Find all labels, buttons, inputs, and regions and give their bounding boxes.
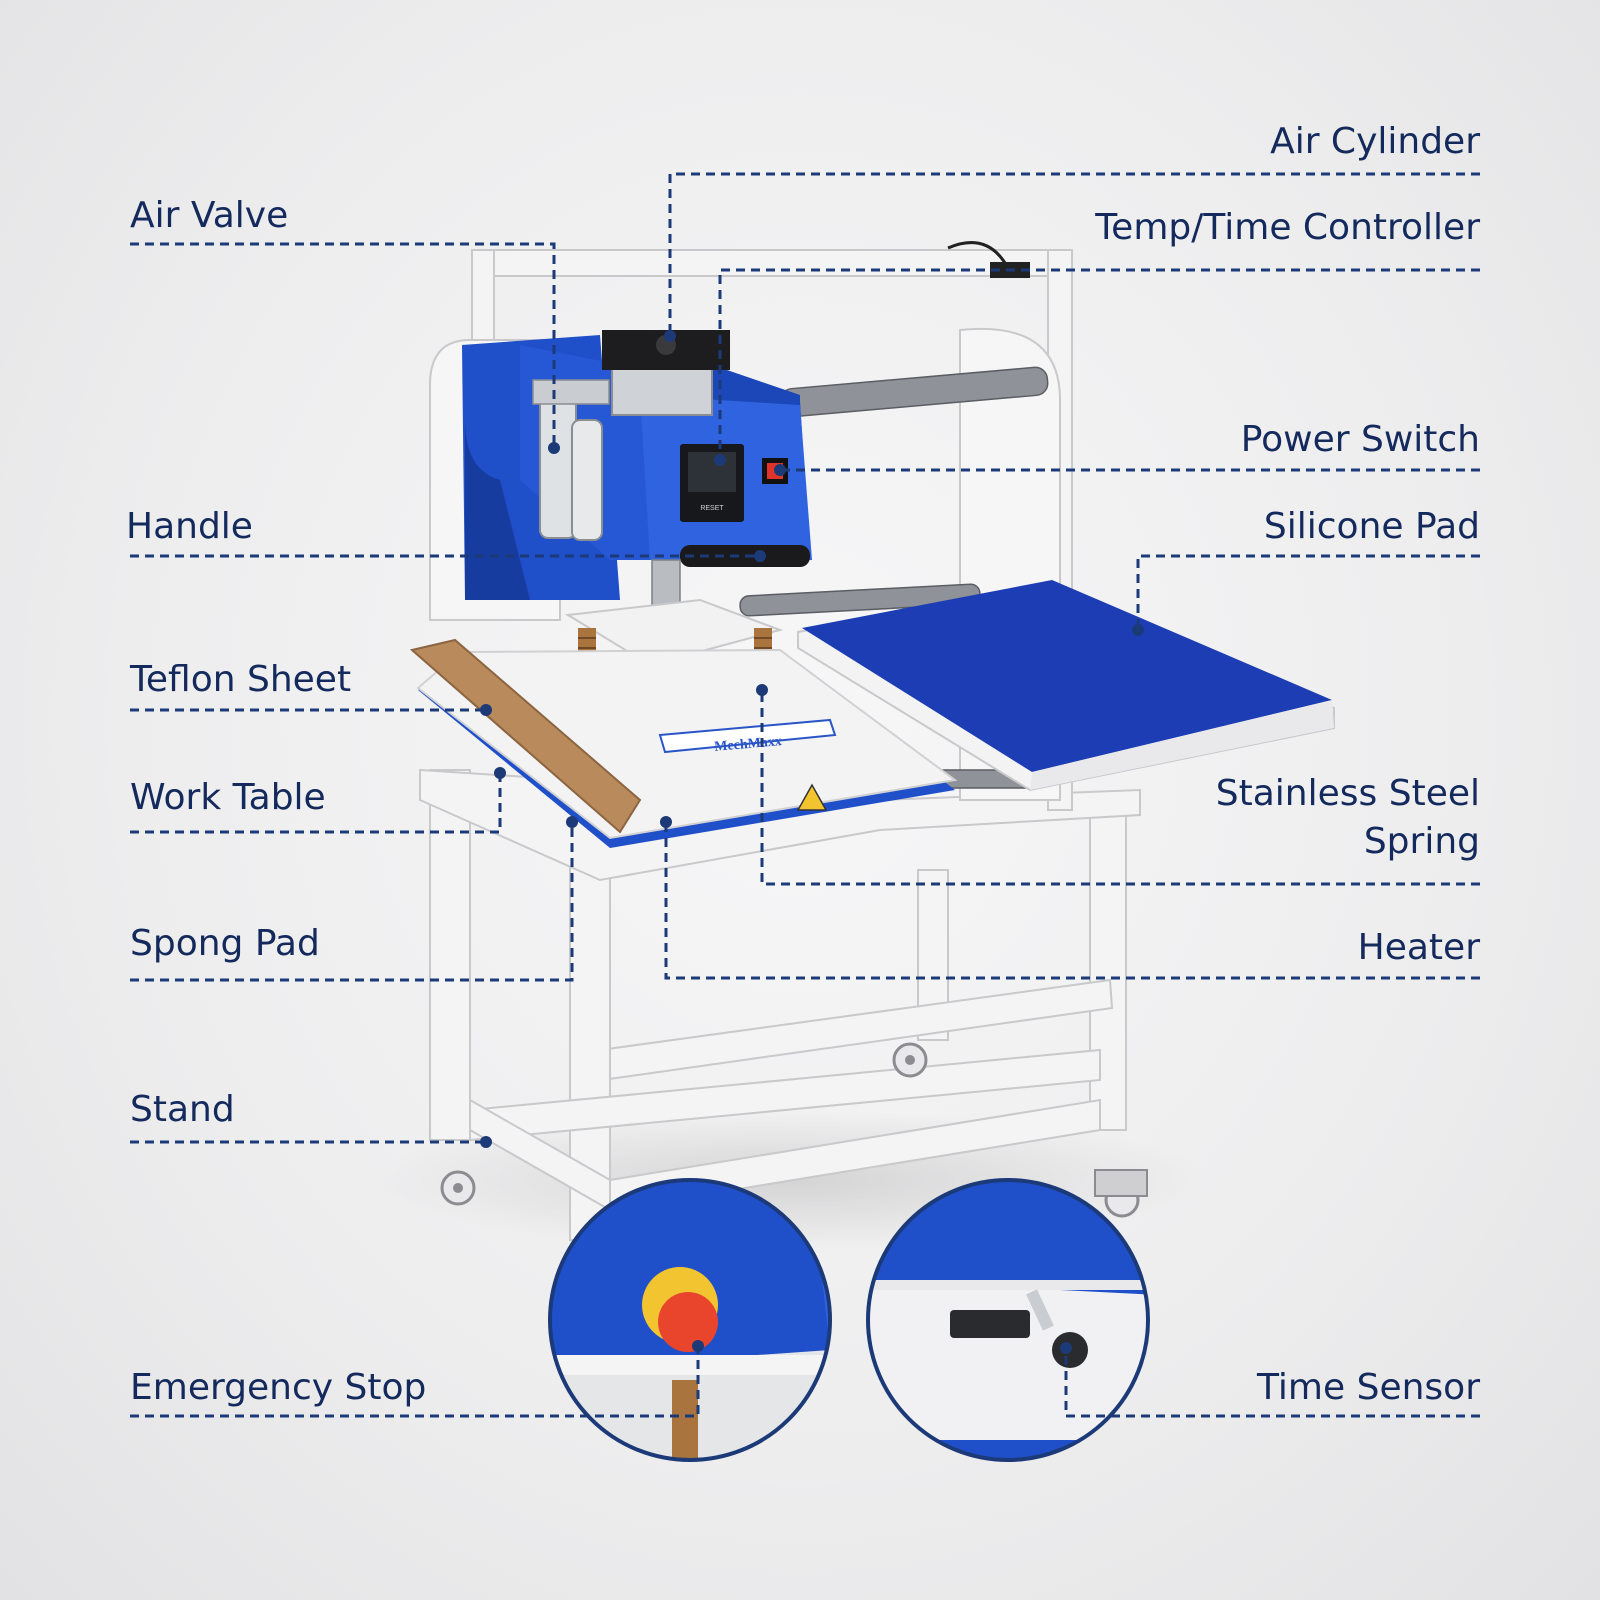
controller-reset-text: RESET [700, 505, 724, 512]
label-handle: Handle [126, 506, 253, 547]
label-air-valve: Air Valve [130, 195, 289, 236]
leader-spong-pad [130, 822, 574, 982]
leader-air-cylinder [668, 172, 1480, 336]
label-stainless-steel-spring-line1: Stainless Steel [1215, 773, 1480, 814]
label-air-cylinder: Air Cylinder [1270, 121, 1480, 162]
brand-logo-text: MechMaxx [714, 734, 783, 755]
press-head: RESET [429, 330, 812, 667]
leader-spring [760, 690, 1480, 886]
label-spong-pad: Spong Pad [130, 923, 320, 964]
silicone-pad [797, 580, 1335, 792]
label-time-sensor: Time Sensor [1257, 1367, 1480, 1408]
label-temp-time-controller: Temp/Time Controller [1095, 207, 1480, 248]
label-work-table: Work Table [130, 777, 326, 818]
caster-wheels [440, 1042, 1148, 1218]
leader-controller [718, 268, 1480, 460]
leader-time-sensor [1064, 1348, 1480, 1418]
time-sensor-zoom [866, 1178, 1150, 1462]
leader-air-valve [130, 242, 556, 448]
label-silicone-pad: Silicone Pad [1263, 506, 1480, 547]
leader-work-table [130, 773, 502, 834]
label-stainless-steel-spring-line2: Spring [1363, 821, 1480, 862]
label-stand: Stand [130, 1089, 235, 1130]
label-emergency-stop: Emergency Stop [130, 1367, 427, 1408]
work-table: MechMaxx [409, 638, 958, 848]
label-power-switch: Power Switch [1240, 419, 1480, 460]
leader-heater [664, 822, 1480, 980]
leader-silicone-pad [1136, 554, 1480, 630]
label-teflon-sheet: Teflon Sheet [130, 659, 352, 700]
leader-lines [130, 172, 1480, 1418]
label-heater: Heater [1357, 927, 1480, 968]
emergency-stop-zoom [548, 1178, 832, 1462]
